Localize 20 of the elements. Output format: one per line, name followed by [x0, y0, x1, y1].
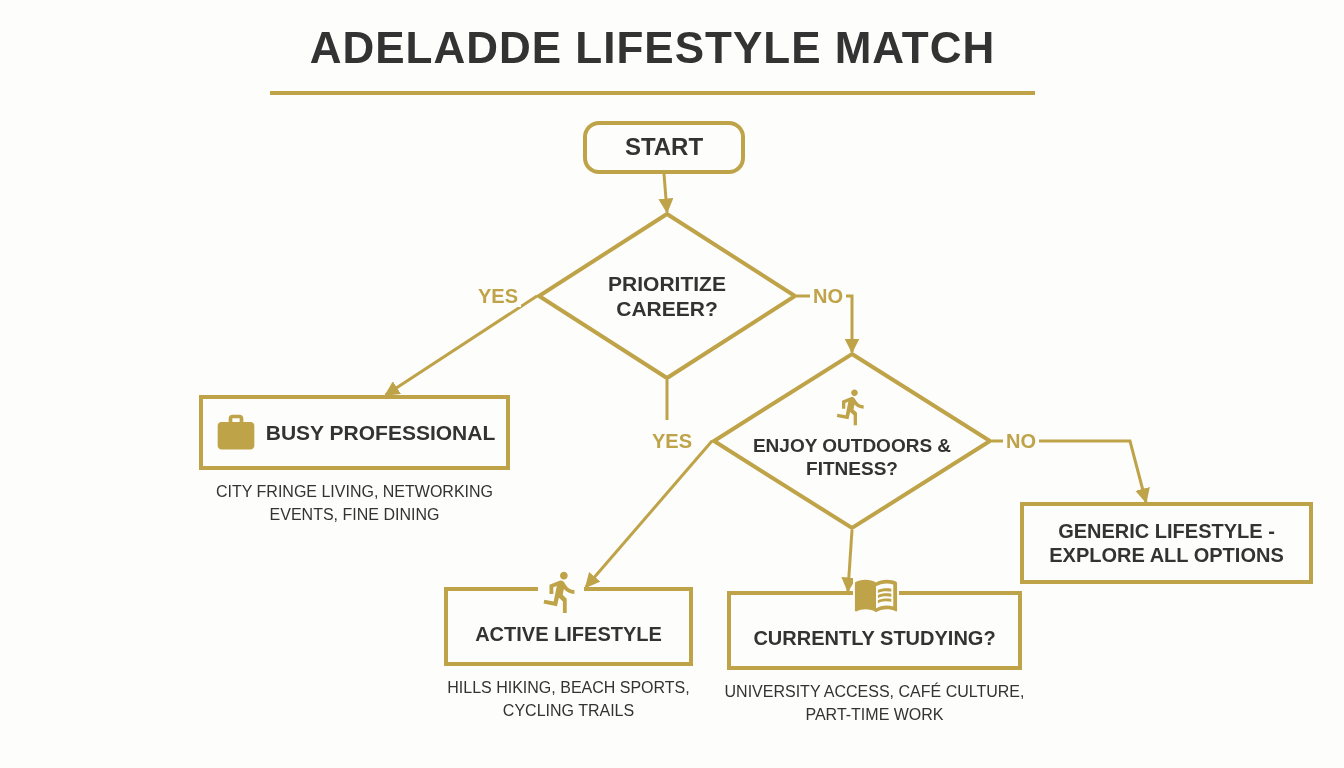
start-terminal [583, 121, 745, 174]
diagram-title: ADELADDE LIFESTYLE MATCH [308, 22, 997, 74]
node-label: ACTIVE LIFESTYLE [475, 621, 662, 646]
decision-diamond [537, 212, 797, 380]
process-box [1020, 502, 1313, 584]
connector-line [665, 380, 669, 420]
description-text: UNIVERSITY ACCESS, CAFÉ CULTURE, PART-TIME WORK [724, 681, 1025, 725]
node-label: GENERIC LIFESTYLE - EXPLORE ALL OPTIONS [1048, 519, 1285, 567]
description-text: CITY FRINGE LIVING, NETWORKING EVENTS, FINE DINING [214, 482, 495, 525]
arrow [584, 440, 714, 589]
decision-diamond [712, 352, 992, 530]
node-label: PRIORITIZE CAREER? [607, 270, 727, 322]
node-label: START [624, 133, 704, 162]
arrow [658, 173, 674, 214]
process-box [199, 395, 510, 470]
node-label: CURRENTLY STUDYING? [753, 625, 996, 650]
node-label: ENJOY OUTDOORS & FITNESS? [752, 435, 952, 481]
node-label: BUSY PROFESSIONAL [265, 419, 496, 446]
description-text: HILLS HIKING, BEACH SPORTS, CYCLING TRAILS [446, 678, 691, 721]
arrow [384, 294, 538, 397]
